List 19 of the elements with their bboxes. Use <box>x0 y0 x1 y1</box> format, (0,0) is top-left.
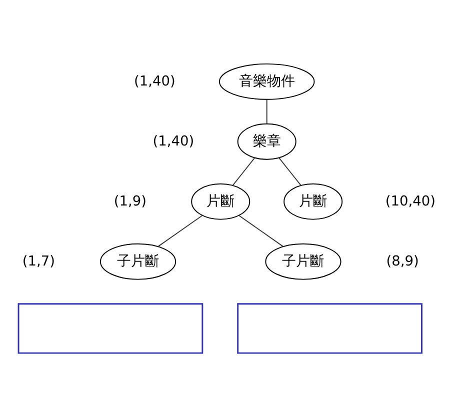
connector <box>278 157 302 186</box>
node-ellipse: 樂章 <box>237 123 296 160</box>
node-ellipse: 片斷 <box>191 183 250 220</box>
node-ellipse: 子片斷 <box>265 243 342 280</box>
node-label: (1,40) <box>152 133 194 150</box>
node-box <box>237 303 422 354</box>
node-ellipse: 子片斷 <box>100 243 176 280</box>
node-ellipse: 片斷 <box>284 183 343 220</box>
connector <box>232 157 256 186</box>
node-box <box>18 303 204 354</box>
node-ellipse: 音樂物件 <box>218 63 315 100</box>
node-label: (1,7) <box>22 253 55 270</box>
node-label: (8,9) <box>386 253 419 270</box>
connector <box>238 214 284 248</box>
node-label: (10,40) <box>385 193 436 210</box>
node-label: (1,9) <box>114 193 146 210</box>
node-label: (1,40) <box>134 73 176 90</box>
connector <box>158 214 203 248</box>
connector <box>266 98 268 124</box>
